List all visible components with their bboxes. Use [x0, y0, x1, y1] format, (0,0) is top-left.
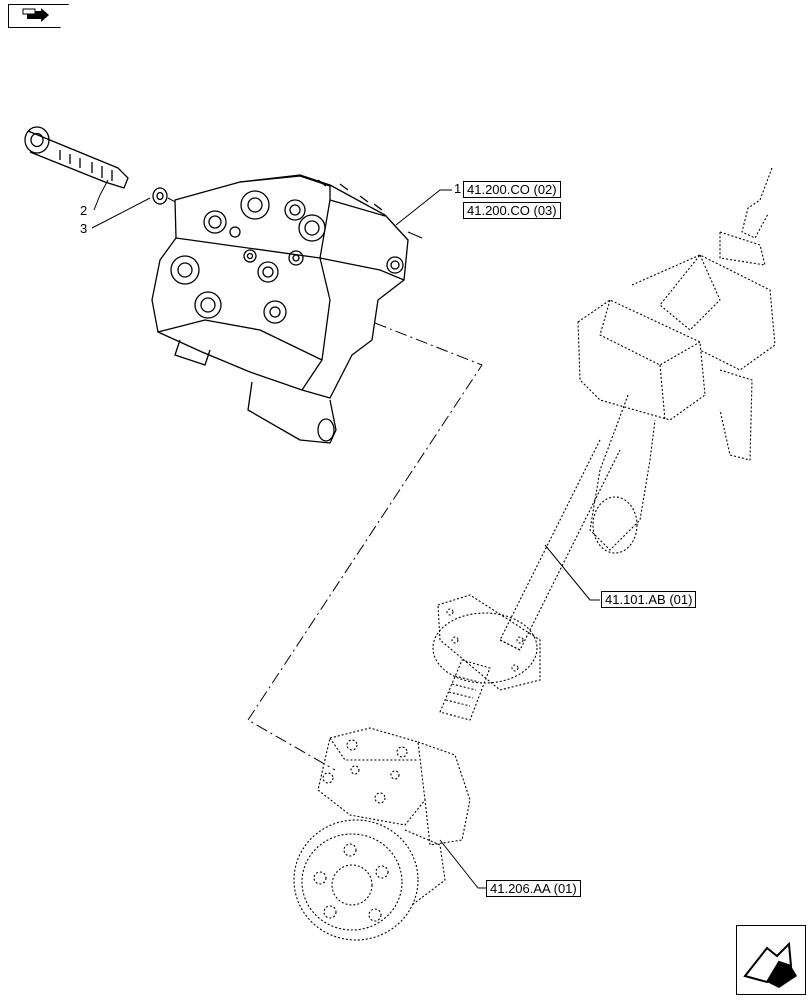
callout-number-2: 2 — [80, 203, 88, 218]
reference-link-41-200-co-03[interactable]: 41.200.CO (03) — [463, 202, 561, 219]
previous-page-button[interactable] — [8, 4, 69, 28]
reference-link-41-206-aa-01[interactable]: 41.206.AA (01) — [486, 880, 581, 897]
reference-link-41-200-co-02[interactable]: 41.200.CO (02) — [463, 181, 561, 198]
bolt-part[interactable] — [24, 126, 129, 189]
reference-link-41-101-ab-01[interactable]: 41.101.AB (01) — [601, 591, 697, 608]
washer-part[interactable] — [152, 187, 168, 205]
callout-number-1: 1 — [454, 181, 462, 196]
callout-leaders — [91, 179, 600, 889]
steering-unit-phantom[interactable] — [293, 727, 471, 941]
arrow-page-previous-icon — [22, 8, 49, 22]
steering-column-phantom[interactable] — [432, 167, 776, 721]
callout-number-3: 3 — [80, 221, 88, 236]
next-page-button[interactable] — [736, 925, 806, 995]
arrow-page-next-icon — [743, 941, 797, 988]
hydraulic-valve-block[interactable] — [151, 174, 409, 444]
